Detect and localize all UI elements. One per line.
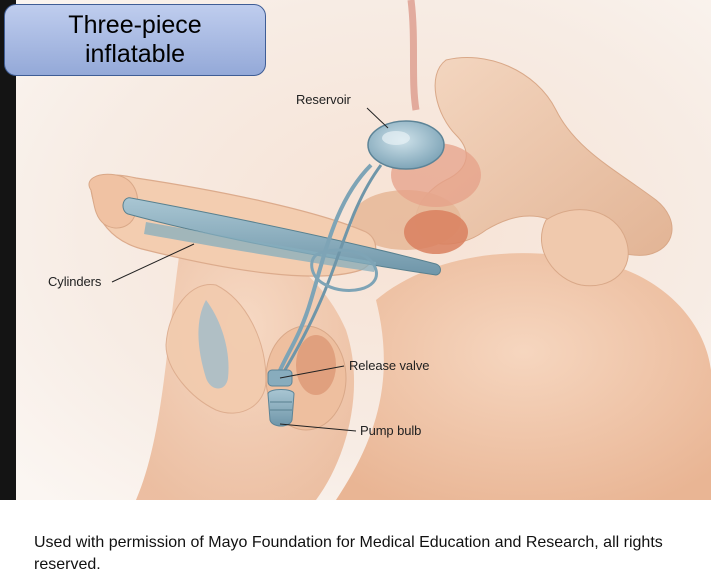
reservoir-highlight — [382, 131, 410, 145]
pump-bulb-label: Pump bulb — [360, 423, 421, 438]
reservoir — [368, 121, 444, 169]
right-thigh — [336, 253, 711, 500]
slide-title: Three-piece inflatable — [35, 11, 235, 69]
permission-caption: Used with permission of Mayo Foundation … — [34, 532, 684, 576]
reservoir-label: Reservoir — [296, 92, 351, 107]
prostate — [404, 210, 468, 254]
release-valve-label: Release valve — [349, 358, 429, 373]
rectum — [411, 0, 416, 110]
title-box: Three-piece inflatable — [4, 4, 266, 76]
testis — [296, 335, 336, 395]
cylinders-label: Cylinders — [48, 274, 101, 289]
pump-bulb — [268, 390, 294, 427]
